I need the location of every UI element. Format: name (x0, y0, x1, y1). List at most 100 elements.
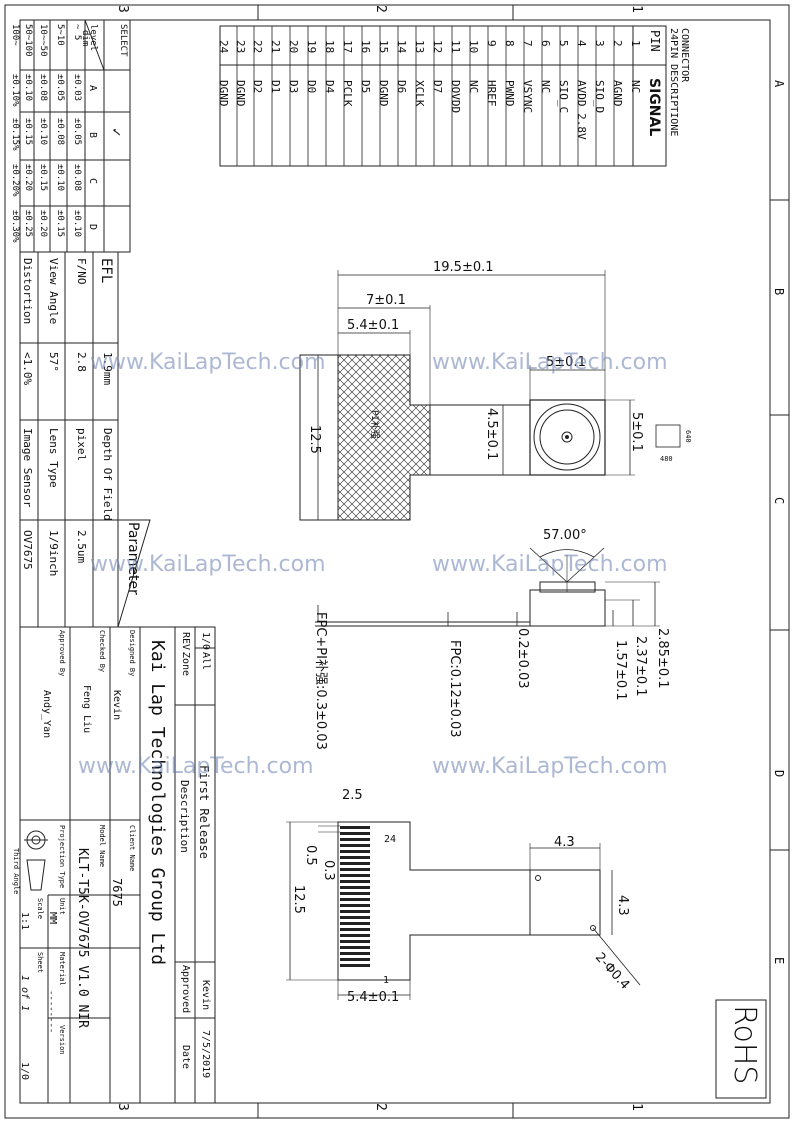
select-label: SELECT (118, 24, 128, 57)
watermark-4: www.KaiLapTech.com (432, 552, 668, 577)
pin-signal: D7 (431, 80, 444, 94)
pin-signal: DOVDD (449, 80, 462, 114)
tolerance-value: ±0.20 (23, 164, 33, 192)
pin-column-header: PIN (648, 30, 662, 52)
sheet-value: 1 of 1 (19, 975, 30, 1012)
zone-number-1-top: 1 (629, 5, 644, 13)
pin-number: 23 (234, 40, 247, 54)
scale-label: Scale (36, 898, 44, 920)
model-name-label: Model Name (98, 825, 106, 868)
dim-view-angle: 57.00° (543, 528, 587, 543)
grade-d: D (87, 224, 98, 231)
watermark-3: www.KaiLapTech.com (90, 552, 326, 577)
tolerance-value: ±0.15 (38, 164, 48, 192)
tolerance-value: ±0.30% (10, 210, 20, 243)
dim-total-length: 19.5±0.1 (433, 260, 494, 275)
pin-number: 16 (359, 40, 372, 54)
tolerance-value: ±0.05 (55, 74, 65, 102)
sheet-label: Sheet (36, 952, 44, 974)
dim-4-3-width: 4.3 (554, 835, 575, 850)
pin-number: 9 (485, 40, 498, 47)
tolerance-value: ±0.10 (72, 210, 82, 238)
pin-signal: DGND (377, 80, 390, 107)
tolerance-value: ±0.20% (10, 164, 20, 197)
pin-signal: AVDD 2.8V (575, 80, 588, 140)
pin-number: 8 (503, 40, 516, 47)
watermark-1: www.KaiLapTech.com (90, 350, 326, 375)
dim-5-4-bottom: 5.4±0.1 (347, 990, 400, 1005)
pi-stiffener-label: PI补强 (369, 410, 379, 439)
zone-number-3-bottom: 3 (115, 1103, 130, 1111)
approved-by-label: Approved By (58, 630, 66, 677)
zone-number-3-top: 3 (115, 5, 130, 13)
pin-signal: NC (467, 80, 480, 94)
pin-signal: D5 (359, 80, 372, 94)
pin-signal: VSYNC (521, 80, 534, 114)
designed-by-value: Kevin (111, 690, 122, 721)
pin-number: 20 (287, 40, 300, 54)
unit-label: Unit (58, 898, 66, 915)
tolerance-value: ±0.25 (23, 210, 33, 238)
pin-number: 3 (593, 40, 606, 47)
parameter-cell: View Angle (47, 258, 60, 325)
tolerance-value: ±0.03 (72, 74, 82, 102)
pin-number: 11 (449, 40, 462, 54)
tolerance-range: 10~~50 (38, 24, 48, 57)
dim-0-2: 0.2±0.03 (515, 628, 530, 689)
tolerance-range: ~ 5 (72, 24, 82, 41)
rev-value: 1/0 (200, 632, 211, 651)
company-name: Kai Lap Technologies Group Ltd (147, 640, 168, 966)
parameter-cell: EFL (98, 258, 114, 284)
pin-number: 6 (539, 40, 552, 47)
designed-by-label: Designed By (128, 630, 136, 677)
pin-number: 5 (557, 40, 570, 47)
pin-signal: D4 (323, 80, 336, 94)
parameter-cell: 2.8 (75, 352, 88, 372)
pin-number: 17 (341, 40, 354, 54)
pin-signal: D6 (395, 80, 408, 94)
connector-title: CONNECTOR (679, 28, 690, 83)
watermark-5: www.KaiLapTech.com (78, 754, 314, 779)
tolerance-range: 5~10 (55, 24, 65, 46)
zone-number-2-top: 2 (373, 5, 388, 13)
parameter-cell: 57° (47, 352, 60, 372)
resolution-640: 640 (684, 430, 692, 443)
pin-signal: D3 (287, 80, 300, 94)
dim-0-3: 0.3 (321, 860, 336, 881)
pin-signal: DGND (234, 80, 247, 107)
tolerance-value: ±0.08 (38, 74, 48, 102)
pin-number: 22 (251, 40, 264, 54)
parameter-cell: F/NO (75, 258, 88, 285)
pin-number: 14 (395, 40, 408, 54)
rohs-mark: RoHS (727, 1005, 762, 1085)
version-value: 1/0 (19, 1062, 30, 1081)
pin-signal: AGND (611, 80, 624, 107)
tolerance-value: ±0.08 (72, 164, 82, 192)
dim-4-5: 4.5±0.1 (484, 408, 499, 461)
grade-a: A (87, 85, 98, 92)
tolerance-value: ±0.10% (10, 74, 20, 107)
pin-1-marker: 1 (383, 975, 390, 986)
pin-24-marker: 24 (384, 834, 397, 845)
zone-letter-d: D (772, 770, 786, 778)
parameter-cell: <1.0% (21, 352, 34, 386)
tolerance-value: ±0.20 (38, 210, 48, 238)
dim-fpc-pi-thickness: FPC+PI补强:0.3±0.03 (313, 612, 328, 750)
pin-number: 1 (629, 40, 642, 47)
description-value: First Release (197, 765, 211, 859)
pin-number: 2 (611, 40, 624, 47)
tolerance-value: ±0.05 (72, 118, 82, 146)
selected-grade-check-icon: ✓ (108, 128, 124, 137)
dim-12-5-bottom: 12.5 (291, 885, 306, 914)
pin-signal: SIO_D (593, 80, 606, 114)
watermark-6: www.KaiLapTech.com (432, 754, 668, 779)
date-header: Date (180, 1045, 191, 1070)
zone-value: All (200, 652, 211, 671)
parameter-cell: 2.5um (75, 530, 88, 564)
client-name-label: Client Name (128, 825, 136, 872)
zone-number-2-bottom: 2 (373, 1103, 388, 1111)
pin-number: 13 (413, 40, 426, 54)
scale-value: 1:1 (19, 912, 30, 931)
approved-value: Kevin (200, 980, 211, 1011)
